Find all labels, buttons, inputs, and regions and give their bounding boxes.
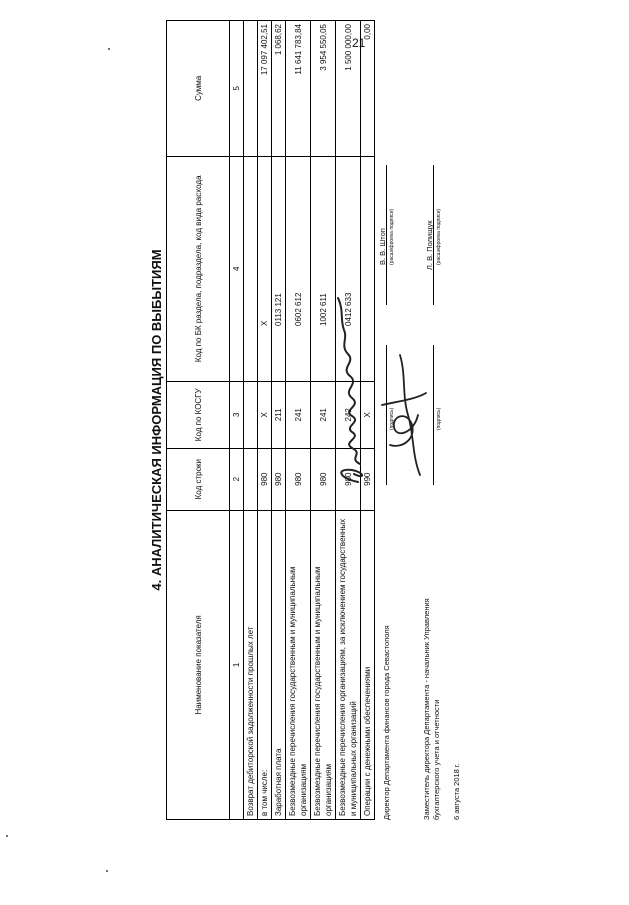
column-number: 5 [229, 20, 244, 157]
scan-speck [108, 48, 110, 50]
row-code [243, 448, 258, 511]
deputy-title-2: бухгалтерского учета и отчетности [432, 699, 441, 820]
column-number: 2 [229, 448, 244, 511]
director-title: Директор Департамента финансов города Се… [382, 625, 391, 820]
scan-speck [106, 870, 108, 872]
row-code: 980 [285, 448, 311, 511]
row-sum: 17 097 402,51 [257, 20, 272, 157]
row-bk: X [257, 156, 272, 382]
row-name: Безвозмездные перечисления организациям,… [335, 510, 361, 820]
scan-speck [6, 835, 8, 837]
header-line-code: Код строки [166, 448, 230, 511]
column-number: 1 [229, 510, 244, 820]
deputy-decode-caption: (расшифровка подписи) [436, 208, 442, 265]
deputy-title: Заместитель директора Департамента - нач… [422, 598, 431, 820]
director-signature [337, 297, 363, 483]
row-code: 980 [271, 448, 286, 511]
row-name: Безвозмездные перечисления государственн… [285, 510, 311, 820]
row-sum: 1 500 000,00 [335, 20, 361, 157]
deputy-signature [381, 354, 427, 476]
deputy-name-line [433, 165, 434, 305]
table-row: Заработная плата 980 211 0113 121 1 068,… [271, 20, 286, 820]
row-kosgu [243, 381, 258, 449]
row-kosgu: 241 [285, 381, 311, 449]
deputy-sign-line [433, 345, 434, 485]
header-indicator-name: Наименование показателя [166, 510, 230, 820]
row-kosgu: 211 [271, 381, 286, 449]
table-header-row: Наименование показателя Код строки Код п… [166, 20, 230, 820]
row-bk: 0113 121 [271, 156, 286, 382]
row-code: 980 [257, 448, 272, 511]
row-sum: 0,00 [360, 20, 375, 157]
director-name-line [386, 165, 387, 305]
table-number-row: 1 2 3 4 5 [229, 20, 244, 820]
row-sum: 3 954 550,05 [310, 20, 336, 157]
table-row: в том числе: 980 X X 17 097 402,51 [257, 20, 272, 820]
row-bk [243, 156, 258, 382]
row-sum: 11 641 783,84 [285, 20, 311, 157]
row-sum [243, 20, 258, 157]
table-row: Безвозмездные перечисления государственн… [285, 20, 311, 820]
row-name: Заработная плата [271, 510, 286, 820]
row-name: Операции с денежными обеспечениями [360, 510, 375, 820]
row-kosgu: X [257, 381, 272, 449]
table-row: Возврат дебиторской задолженности прошлы… [243, 20, 258, 820]
report-date: 6 августа 2018 г. [452, 763, 461, 820]
column-number: 4 [229, 156, 244, 382]
row-bk: 0602 612 [285, 156, 311, 382]
row-name: в том числе: [257, 510, 272, 820]
report-title: 4. АНАЛИТИЧЕСКАЯ ИНФОРМАЦИЯ ПО ВЫБЫТИЯМ [149, 249, 164, 591]
column-number: 3 [229, 381, 244, 449]
header-bk-code: Код по БК раздела, подраздела, код вида … [166, 156, 230, 382]
director-decode-caption: (расшифровка подписи) [389, 208, 395, 265]
header-sum: Сумма [166, 20, 230, 157]
row-name: Возврат дебиторской задолженности прошлы… [243, 510, 258, 820]
rotated-report-content: 4. АНАЛИТИЧЕСКАЯ ИНФОРМАЦИЯ ПО ВЫБЫТИЯМ … [149, 20, 480, 820]
page-number: 21 [352, 36, 366, 50]
row-sum: 1 068,62 [271, 20, 286, 157]
deputy-sign-caption: (подпись) [436, 407, 442, 430]
row-name: Безвозмездные перечисления государственн… [310, 510, 336, 820]
header-kosgu-code: Код по КОСГУ [166, 381, 230, 449]
